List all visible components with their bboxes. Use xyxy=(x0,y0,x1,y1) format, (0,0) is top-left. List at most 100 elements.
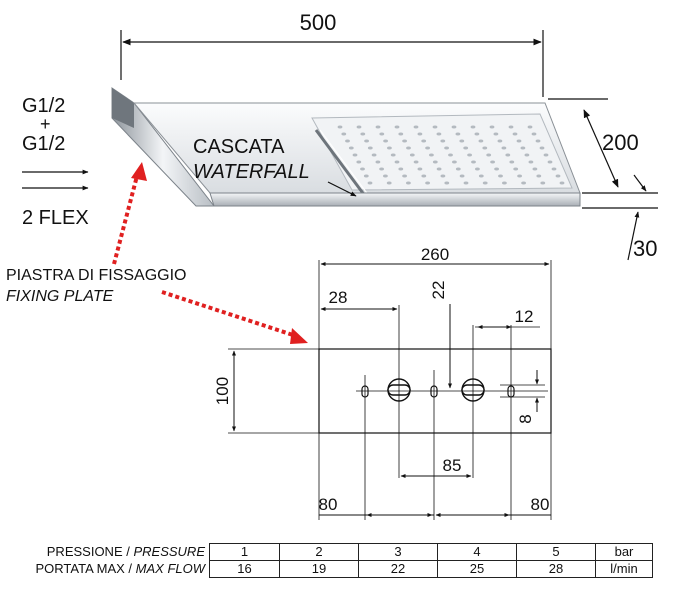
plate-width-value: 260 xyxy=(421,245,449,264)
nozzle-hole xyxy=(536,174,542,178)
nozzle-hole xyxy=(432,160,438,164)
nozzle-hole xyxy=(478,139,484,143)
fixing-plate-drawing: 260 28 22 12 100 8 85 80 80 xyxy=(213,245,552,520)
nozzle-hole xyxy=(406,146,411,150)
pressure-value: 3 xyxy=(358,543,438,561)
nozzle-hole xyxy=(386,181,392,185)
nozzle-hole xyxy=(448,153,453,157)
nozzle-hole xyxy=(489,125,495,129)
nozzle-hole xyxy=(463,146,469,150)
dimension-width: 500 xyxy=(120,10,544,97)
depth-value: 200 xyxy=(602,130,639,155)
nozzle-hole xyxy=(356,125,362,129)
nozzle-hole xyxy=(425,146,430,150)
nozzle-hole xyxy=(436,132,442,136)
pressure-header: PRESSIONE / PRESSURE xyxy=(0,544,210,561)
nozzle-hole xyxy=(394,160,400,164)
nozzle-hole xyxy=(555,174,561,178)
pressure-value: 2 xyxy=(279,543,359,561)
nozzle-grid xyxy=(337,125,565,185)
nozzle-hole xyxy=(547,160,553,164)
nozzle-hole xyxy=(482,181,488,185)
plate-label-en: FIXING PLATE xyxy=(6,288,114,305)
flow-header: PORTATA MAX / MAX FLOW xyxy=(0,561,210,578)
nozzle-hole xyxy=(494,167,499,171)
nozzle-hole xyxy=(383,174,388,178)
nozzle-hole xyxy=(413,160,419,164)
nozzle-hole xyxy=(352,153,358,157)
nozzle-hole xyxy=(452,160,457,164)
nozzle-hole xyxy=(425,181,430,185)
nozzle-hole xyxy=(356,160,362,164)
dimension-depth: 200 xyxy=(548,98,658,194)
nozzle-hole xyxy=(478,174,484,178)
nozzle-hole xyxy=(459,174,465,178)
nozzle-hole xyxy=(398,167,404,171)
nozzle-hole xyxy=(493,132,499,136)
inlet-info: G1/2 + G1/2 2 FLEX xyxy=(22,95,89,229)
nozzle-hole xyxy=(490,160,495,164)
nozzle-hole xyxy=(502,181,507,185)
flow-label-en: MAX FLOW xyxy=(135,561,205,576)
pressure-unit: bar xyxy=(595,543,653,561)
hole-spacing-value: 12 xyxy=(515,307,534,326)
dimension-thickness: 30 xyxy=(582,174,658,261)
nozzle-hole xyxy=(513,167,519,171)
nozzle-hole xyxy=(505,153,511,157)
nozzle-hole xyxy=(444,181,450,185)
nozzle-hole xyxy=(341,132,347,136)
nozzle-hole xyxy=(467,153,472,157)
nozzle-hole xyxy=(429,153,434,157)
pressure-value: 5 xyxy=(516,543,596,561)
nozzle-hole xyxy=(527,125,533,129)
nozzle-hole xyxy=(348,146,354,150)
nozzle-hole xyxy=(543,153,549,157)
flow-value: 19 xyxy=(279,560,359,578)
nozzle-hole xyxy=(402,174,407,178)
nozzle-hole xyxy=(471,160,476,164)
shower-front-face xyxy=(209,192,581,207)
flow-unit: l/min xyxy=(595,560,653,578)
hole-offset-value: 28 xyxy=(329,288,348,307)
nozzle-hole xyxy=(375,125,381,129)
thickness-value: 30 xyxy=(633,236,657,261)
nozzle-hole xyxy=(486,153,492,157)
nozzle-hole xyxy=(444,146,449,150)
waterfall-label: WATERFALL xyxy=(193,161,310,183)
flow-table: PRESSIONE / PRESSURE 1 2 3 4 5 bar PORTA… xyxy=(0,543,653,578)
nozzle-hole xyxy=(463,181,469,185)
fixing-plate-pointers xyxy=(112,162,308,344)
nozzle-hole xyxy=(364,139,369,143)
nozzle-hole xyxy=(421,174,427,178)
flow-label-it: PORTATA MAX / xyxy=(35,561,136,576)
nozzle-hole xyxy=(520,146,526,150)
nozzle-hole xyxy=(498,174,503,178)
nozzle-hole xyxy=(559,181,565,185)
nozzle-hole xyxy=(508,125,514,129)
top-offset-value: 22 xyxy=(429,281,448,300)
nozzle-hole xyxy=(497,139,503,143)
nozzle-hole xyxy=(379,167,384,171)
slot-height-value: 8 xyxy=(516,414,535,423)
nozzle-hole xyxy=(459,139,465,143)
nozzle-hole xyxy=(440,139,446,143)
flow-row: PORTATA MAX / MAX FLOW 16 19 22 25 28 l/… xyxy=(0,560,653,578)
nozzle-hole xyxy=(532,167,538,171)
nozzle-hole xyxy=(360,132,366,136)
pressure-label-en: PRESSURE xyxy=(133,544,205,559)
nozzle-hole xyxy=(539,146,545,150)
nozzle-hole xyxy=(417,132,423,136)
nozzle-hole xyxy=(512,132,518,136)
nozzle-hole xyxy=(475,167,480,171)
nozzle-hole xyxy=(474,132,480,136)
nozzle-hole xyxy=(455,167,461,171)
flow-value: 16 xyxy=(209,560,280,578)
nozzle-hole xyxy=(470,125,476,129)
nozzle-hole xyxy=(528,160,534,164)
nozzle-hole xyxy=(402,139,407,143)
nozzle-hole xyxy=(455,132,461,136)
nozzle-hole xyxy=(417,167,423,171)
nozzle-hole xyxy=(363,174,369,178)
edge-right-value: 80 xyxy=(531,495,550,514)
